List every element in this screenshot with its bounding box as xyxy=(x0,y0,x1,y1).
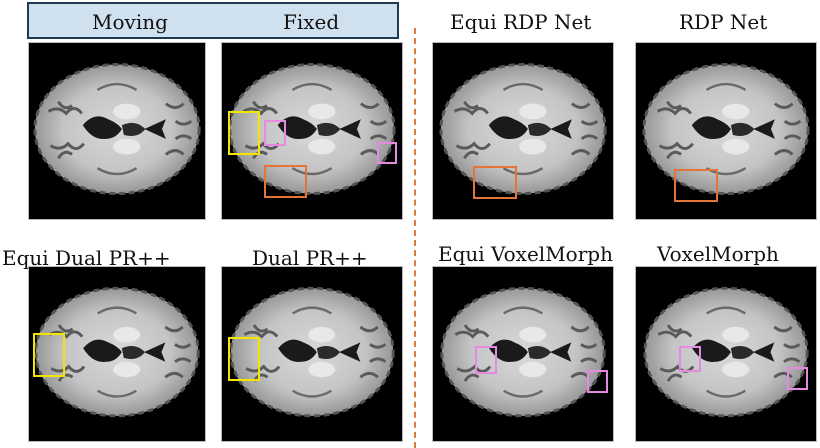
roi-yellow-equi-dual xyxy=(33,333,65,377)
roi-pink-equi-voxel-right xyxy=(587,370,608,393)
label-dual-pr: Dual PR++ xyxy=(252,246,368,270)
roi-yellow-fixed xyxy=(228,111,260,155)
roi-orange-equi-rdp xyxy=(473,166,517,199)
brain-image-voxelmorph xyxy=(643,286,809,418)
roi-pink-voxel-left xyxy=(679,346,701,372)
roi-pink-fixed-left xyxy=(264,120,286,146)
roi-orange-rdp xyxy=(674,169,718,202)
label-fixed: Fixed xyxy=(283,10,340,34)
panel-dual-pr xyxy=(221,266,403,442)
panel-equi-voxelmorph xyxy=(432,266,614,442)
brain-image-rdp-net xyxy=(642,63,810,196)
label-rdp-net: RDP Net xyxy=(679,10,768,34)
panel-rdp-net xyxy=(635,42,817,220)
label-equi-voxelmorph: Equi VoxelMorph xyxy=(438,242,613,266)
roi-pink-voxel-right xyxy=(787,367,808,390)
roi-orange-fixed xyxy=(264,165,307,198)
brain-image-equi-rdp-net xyxy=(439,63,607,196)
panel-equi-rdp-net xyxy=(432,42,614,220)
label-equi-dual-pr: Equi Dual PR++ xyxy=(2,246,171,270)
label-moving: Moving xyxy=(92,10,168,34)
label-equi-rdp-net: Equi RDP Net xyxy=(450,10,592,34)
roi-yellow-dual xyxy=(228,337,260,381)
brain-image-equi-voxelmorph xyxy=(440,286,606,418)
panel-moving xyxy=(28,42,206,220)
header-box xyxy=(27,2,399,39)
roi-pink-fixed-right xyxy=(377,142,397,164)
panel-voxelmorph xyxy=(635,266,817,442)
brain-image-moving xyxy=(33,63,201,196)
panel-equi-dual-pr xyxy=(28,266,206,442)
panel-fixed xyxy=(221,42,403,220)
dashed-divider xyxy=(414,28,416,448)
label-voxelmorph: VoxelMorph xyxy=(657,242,779,266)
roi-pink-equi-voxel-left xyxy=(475,346,497,374)
